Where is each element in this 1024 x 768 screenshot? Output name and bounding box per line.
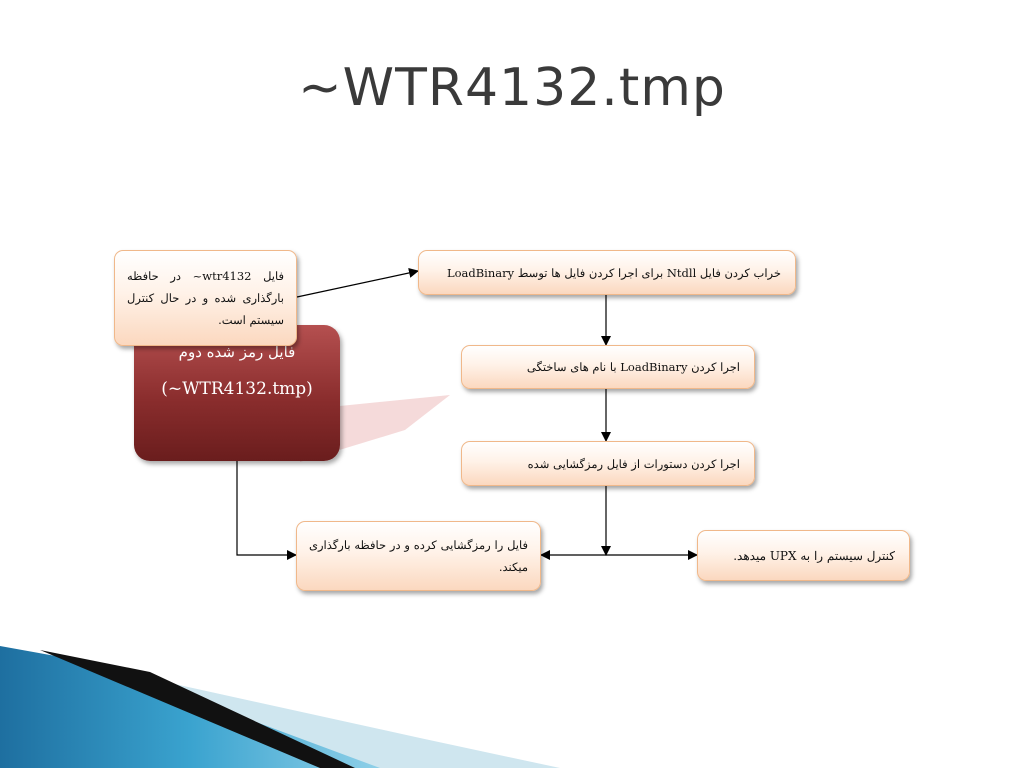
flow-box-decrypt-file: فایل را رمزگشایی کرده و در حافظه بارگذار… — [296, 521, 541, 591]
flow-box-text: اجرا کردن LoadBinary با نام های ساختگی — [526, 360, 740, 374]
flow-box-text: فایل wtr4132~ در حافظه بارگذاری شده و در… — [127, 269, 284, 327]
flow-box-memory-loaded: فایل wtr4132~ در حافظه بارگذاری شده و در… — [114, 250, 297, 346]
flow-box-run-loadbinary: اجرا کردن LoadBinary با نام های ساختگی — [461, 345, 755, 389]
flow-box-text: اجرا کردن دستورات از فایل رمزگشایی شده — [527, 456, 740, 471]
flow-box-text: فایل را رمزگشایی کرده و در حافظه بارگذار… — [309, 538, 528, 574]
arrow-dark-to-b5 — [236, 461, 297, 560]
flow-box-run-commands: اجرا کردن دستورات از فایل رمزگشایی شده — [461, 441, 755, 486]
encrypted-file-label: فایل رمز شده دوم — [178, 343, 296, 361]
encrypted-file-name: (~WTR4132.tmp) — [161, 379, 313, 399]
flow-box-text: خراب کردن فایل Ntdll برای اجرا کردن فایل… — [446, 265, 781, 280]
footer-swoosh-dark — [40, 650, 355, 768]
flow-box-corrupt-ntdll: خراب کردن فایل Ntdll برای اجرا کردن فایل… — [418, 250, 796, 295]
flow-box-text: کنترل سیستم را به UPX میدهد. — [733, 548, 895, 563]
slide-title: ~WTR4132.tmp — [298, 58, 726, 118]
flow-box-upx-control: کنترل سیستم را به UPX میدهد. — [697, 530, 910, 581]
encrypted-file-box: فایل رمز شده دوم (~WTR4132.tmp) — [134, 325, 340, 461]
arrow-b1-to-b2 — [296, 268, 419, 298]
